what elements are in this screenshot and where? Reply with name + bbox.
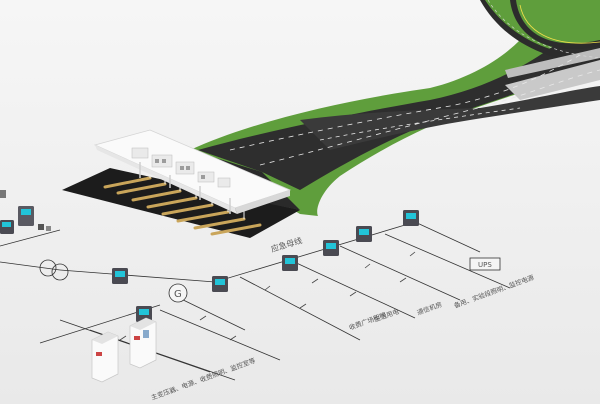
transformer-line: [59, 269, 216, 283]
canopy-signage: [131, 147, 231, 188]
bridge-deck: [505, 60, 600, 100]
meter: [0, 220, 14, 234]
branch-2: [289, 259, 416, 319]
lower-branch-3: [159, 309, 281, 361]
toll-canopy-side: [95, 145, 237, 214]
meter: [282, 255, 298, 271]
cabinet-1-top: [92, 332, 118, 344]
meter: [212, 276, 228, 292]
breakers: [119, 251, 416, 341]
meter: [403, 210, 419, 226]
meter: [356, 226, 372, 242]
branch-1: [239, 276, 361, 341]
lane-marking-1: [229, 54, 581, 151]
lane-marking-top: [487, 0, 600, 59]
meter: [18, 206, 34, 226]
transformer-coil-2: [51, 263, 69, 281]
generator-label: G: [174, 289, 182, 300]
meter: [136, 306, 152, 322]
road-top-ramp-2: [510, 0, 600, 50]
toll-canopy-edge: [235, 190, 290, 214]
meter: [112, 268, 128, 284]
transformer-coil-1: [39, 259, 57, 277]
ups-label: UPS: [478, 261, 492, 269]
lane-marking-yellow: [519, 4, 600, 44]
canopy-signage-text: [155, 159, 205, 179]
branch-3: [339, 245, 461, 301]
toll-lanes: [103, 176, 262, 236]
canopy-pillars: [139, 162, 231, 214]
cabinet-2-top: [130, 318, 156, 330]
road-ramp: [300, 86, 600, 150]
emergency-bus-line: [214, 221, 416, 283]
transformer-line-left: [0, 261, 61, 271]
ups-line: [414, 221, 481, 253]
generator-icon: [168, 283, 188, 303]
cabinet-1-indicator: [96, 352, 102, 356]
misc-equipment: [0, 190, 51, 231]
cabinet-2-indicator: [134, 336, 140, 340]
cabinet-2-screen: [143, 330, 149, 338]
incoming-line: [0, 229, 61, 247]
power-diagram: [0, 221, 511, 381]
switchgear-cabinets: [91, 317, 157, 383]
meter: [323, 240, 339, 256]
generator-line: [174, 295, 246, 331]
bridge-deck-upper: [505, 48, 600, 78]
toll-plaza: [62, 129, 300, 238]
highway-interchange: [190, 0, 600, 216]
lane-marking-3: [319, 107, 521, 141]
power-meters: [0, 206, 419, 322]
branch-4: [384, 233, 511, 289]
ups-box: [469, 257, 501, 271]
